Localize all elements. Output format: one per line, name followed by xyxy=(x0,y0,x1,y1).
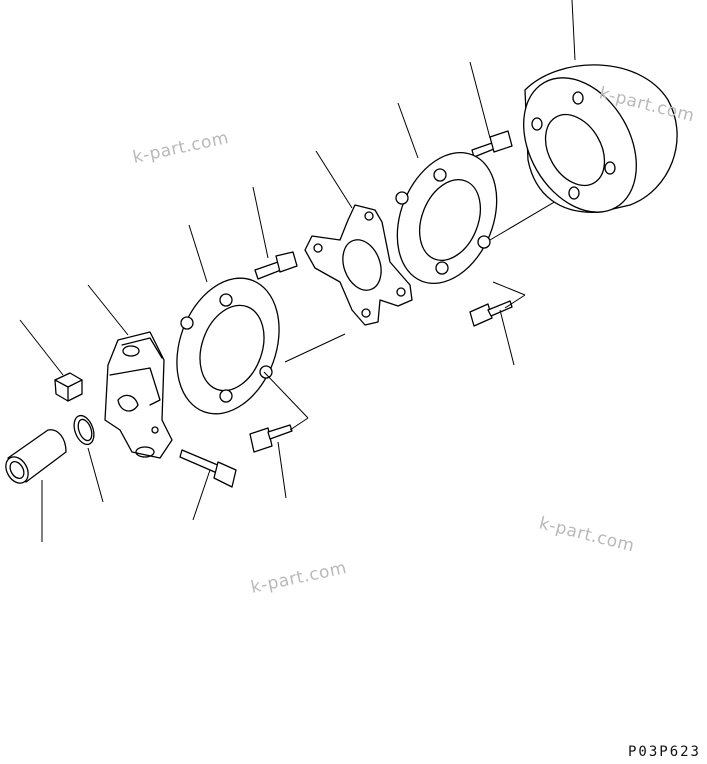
plate-ring-left xyxy=(176,277,280,415)
drawing-code: P03P623 xyxy=(627,744,701,760)
center-flange xyxy=(304,204,413,326)
bracket xyxy=(104,331,173,459)
plate-ring-right xyxy=(395,151,498,285)
bolt-lower-right xyxy=(469,300,513,327)
cylinder-pin xyxy=(5,429,67,484)
bolt-lower-center xyxy=(249,424,293,453)
bolt-center xyxy=(254,251,298,280)
leader-lines xyxy=(19,0,576,542)
bolt-long xyxy=(179,449,237,488)
drum-housing xyxy=(523,64,678,213)
bolt-upper-right xyxy=(471,130,513,158)
o-ring xyxy=(73,414,95,446)
nut xyxy=(54,372,83,402)
